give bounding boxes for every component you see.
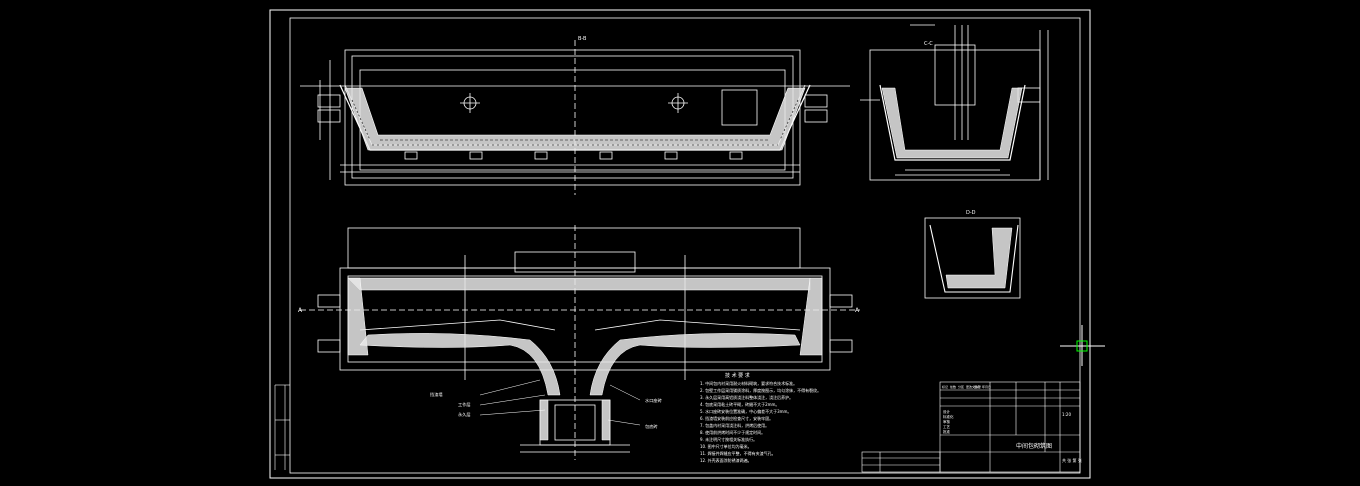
note-line: 4. 包底采用粘土砖平砌，砖缝不大于2mm。 bbox=[700, 401, 779, 407]
plan-refractory-lining bbox=[347, 277, 823, 441]
small-section-view bbox=[924, 217, 1021, 299]
title-block-title: 中间包砌筑图 bbox=[1016, 442, 1052, 450]
crosshair-cursor-icon[interactable] bbox=[1060, 325, 1105, 366]
title-block-role-label: 设计 bbox=[943, 409, 951, 414]
title-block-role-label: 标准化 bbox=[943, 414, 954, 419]
title-block-row-label: 签名 bbox=[974, 384, 980, 389]
title-block bbox=[861, 381, 1081, 473]
title-block-row-label: 分区 bbox=[958, 384, 964, 389]
plan-cut-marker-right: A bbox=[855, 307, 860, 314]
notes-heading: 技 术 要 求 bbox=[725, 372, 750, 379]
note-line: 9. 未注明尺寸按相关标准执行。 bbox=[700, 436, 757, 442]
small-section-label: D-D bbox=[966, 210, 976, 216]
sheet-inner-border bbox=[289, 17, 1081, 474]
small-refractory-lining bbox=[945, 227, 1013, 289]
side-section-view bbox=[860, 24, 1049, 181]
note-line: 7. 包盖内衬采用浇注料，烘烤后使用。 bbox=[700, 422, 769, 428]
side-refractory-lining bbox=[881, 87, 1023, 159]
plan-cut-marker-left: A bbox=[298, 307, 303, 314]
note-line: 11. 焊接件焊缝应平整，不得有夹渣气孔。 bbox=[700, 450, 776, 456]
title-block-role-label: 工艺 bbox=[943, 424, 951, 429]
title-block-row-label: 更改文件号 bbox=[966, 384, 981, 389]
binding-strip bbox=[274, 384, 290, 470]
elevation-section-view bbox=[300, 40, 850, 195]
title-block-role-label: 批准 bbox=[943, 429, 951, 434]
note-line: 8. 使用前烘烤时间不少于规定时间。 bbox=[700, 429, 765, 435]
plan-callouts bbox=[479, 379, 641, 426]
note-line: 6. 挡渣墙安装前应检查尺寸，安装牢固。 bbox=[700, 415, 773, 421]
title-block-scale: 1:20 bbox=[1062, 412, 1071, 417]
elevation-section-label: B-B bbox=[578, 36, 587, 42]
callout-2: 工作层 bbox=[458, 401, 471, 408]
callout-3: 永久层 bbox=[458, 411, 471, 418]
callout-5: 包底砖 bbox=[645, 423, 658, 430]
title-block-sheet-info: 共 张 第 张 bbox=[1062, 457, 1082, 463]
elevation-refractory-lining bbox=[344, 87, 806, 151]
note-line: 12. 外壳表面涂防锈漆两遍。 bbox=[700, 457, 752, 463]
callout-4: 水口座砖 bbox=[645, 397, 662, 404]
title-block-rows: 标记处数分区更改文件号签名年月日 bbox=[942, 384, 991, 389]
title-block-row-label: 年月日 bbox=[982, 384, 991, 389]
note-line: 10. 图中尺寸单位均为毫米。 bbox=[700, 443, 752, 449]
note-line: 2. 包壁工作层采用镁质涂料，厚度按图示，均匀涂抹，不得有裂纹。 bbox=[700, 387, 821, 393]
note-line: 1. 中间包内衬采用耐火材料砌筑，要求符合技术标准。 bbox=[700, 380, 797, 386]
title-block-row-label: 处数 bbox=[950, 384, 956, 389]
callout-1: 挡渣墙 bbox=[430, 391, 443, 398]
plan-view bbox=[300, 225, 860, 460]
side-section-label: C-C bbox=[924, 41, 933, 47]
sheet-outer-border bbox=[269, 9, 1091, 479]
notes-lines: 1. 中间包内衬采用耐火材料砌筑，要求符合技术标准。2. 包壁工作层采用镁质涂料… bbox=[700, 380, 821, 463]
note-line: 5. 水口座砖安装位置准确，中心偏差不大于3mm。 bbox=[700, 408, 791, 414]
note-line: 3. 永久层采用高铝质浇注料整体浇注，浇注后养护。 bbox=[700, 394, 793, 400]
elevation-refractory-hatch bbox=[351, 99, 799, 146]
title-block-role-label: 审核 bbox=[943, 419, 951, 424]
title-block-row-label: 标记 bbox=[942, 384, 948, 389]
